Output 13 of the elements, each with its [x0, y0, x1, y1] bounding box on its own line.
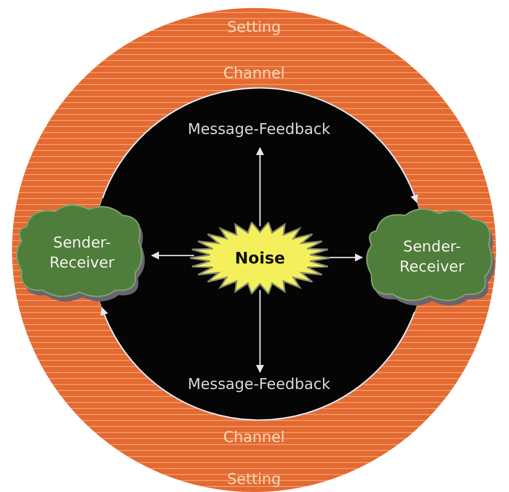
arrow [151, 252, 194, 260]
ring-label: Message-Feedback [188, 375, 330, 393]
ring-label: Channel [223, 428, 285, 446]
ring-label: Channel [223, 64, 285, 82]
node-label: Sender-Receiver [398, 238, 466, 276]
arrow [101, 307, 416, 420]
ring-label: Setting [227, 470, 281, 488]
ring-label: Setting [227, 18, 281, 36]
arrow [256, 147, 264, 226]
arrow [256, 290, 264, 373]
ring-label: Message-Feedback [188, 120, 330, 138]
node-label: Sender-Receiver [48, 234, 116, 272]
node-label: Noise [234, 248, 286, 268]
